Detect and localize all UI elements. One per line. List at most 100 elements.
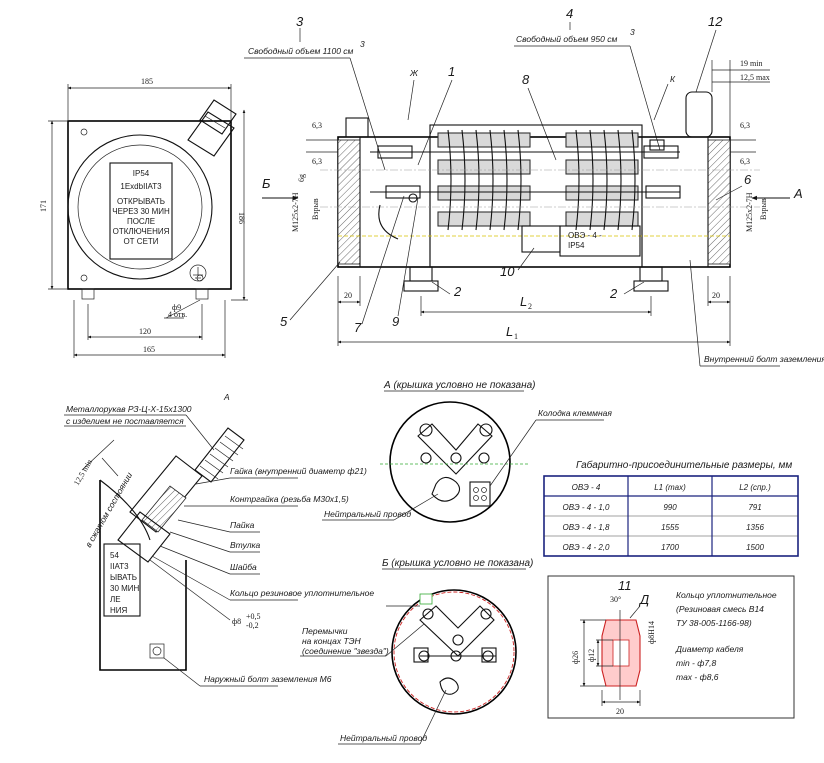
label-washer: Шайба	[230, 562, 257, 572]
seal-phi12: ф12	[587, 649, 596, 662]
plate-line-4: ЧЕРЕЗ 30 МИН	[112, 207, 170, 216]
callout-4: 4	[566, 6, 573, 21]
dim-185: 185	[141, 77, 153, 86]
hole-note-1: ф9	[172, 303, 181, 312]
dim-19min: 19 min	[740, 59, 762, 68]
section-a-labels: Гайка (внутренний диаметр ф21) Контргайк…	[149, 466, 374, 687]
plate-line-5: ПОСЛЕ	[127, 217, 155, 226]
thread-left-sub: 6g	[297, 174, 306, 182]
heating-coil-left	[437, 129, 531, 231]
label-phi8-up: +0,5	[246, 612, 261, 621]
label-ring: Кольцо резиновое уплотнительное	[230, 588, 374, 598]
table-row-2-model: ОВЭ - 4 - 1,8	[563, 523, 610, 532]
seal-detail-d: Д	[638, 592, 649, 607]
plate-line-1: IP54	[133, 169, 150, 178]
free-volume-right-sup: 3	[630, 27, 635, 37]
callout-7: 7	[354, 320, 362, 335]
dim-L2: L	[520, 294, 527, 309]
view-b-jumpers-3: (соединение "звезда")	[302, 646, 389, 656]
nameplate	[109, 162, 173, 260]
plate-frag-1: 54	[110, 551, 119, 560]
metal-hose	[194, 427, 245, 483]
label-sleeve: Втулка	[230, 540, 261, 550]
table-header-l2: L2 (спр.)	[739, 483, 771, 492]
view-a-neutral: Нейтральный провод	[324, 509, 411, 519]
heating-coil-right	[565, 129, 639, 231]
seal-cable-1: Диаметр кабеля	[675, 644, 744, 654]
table-row-1-l2: 791	[748, 503, 761, 512]
view-b-title: Б (крышка условно не показана)	[382, 558, 533, 569]
dim-186: 186	[237, 212, 246, 224]
seal-ring-detail: 11 Д 30° ф26 ф12 ф8Н14 20 Кольцо уплотни…	[547, 575, 795, 719]
rough-63-c: 6,3	[740, 121, 750, 130]
view-a-title: А (крышка условно не показана)	[383, 380, 536, 391]
plate-line-3: ОТКРЫВАТЬ	[117, 197, 165, 206]
plate-line-6: ОТКЛЮЧЕНИЯ	[113, 227, 170, 236]
table-row-3-l2: 1500	[746, 543, 764, 552]
rough-63-a: 6,3	[312, 121, 322, 130]
plate-frag-4: 30 МИН	[110, 584, 140, 593]
dim-L2-sub: 2	[528, 302, 532, 311]
callout-5: 5	[280, 314, 288, 329]
view-a-terminal: Колодка клеммная	[538, 408, 612, 418]
seal-cable-2: min - ф7,8	[676, 658, 716, 668]
free-volume-right: Свободный объем 950 см	[516, 34, 617, 44]
plate-frag-5: ЛЕ	[110, 595, 121, 604]
table-row-1-l1: 990	[663, 503, 677, 512]
table-row-3-l1: 1700	[661, 543, 679, 552]
table-header-model: ОВЭ - 4	[572, 483, 601, 492]
rough-63-d: 6,3	[740, 157, 750, 166]
label-locknut: Контргайка (резьба М30х1,5)	[230, 494, 349, 504]
pipe-label: Металлорукав РЗ-Ц-Х-15х1300	[66, 404, 192, 414]
plate-line-7: ОТ СЕТИ	[123, 237, 158, 246]
seal-callout-11: 11	[618, 578, 632, 593]
nameplate-small-2: IP54	[568, 241, 585, 250]
callout-2b: 2	[609, 286, 618, 301]
label-phi8-dn: -0,2	[246, 621, 259, 630]
dim-165: 165	[143, 345, 155, 354]
dim-171: 171	[39, 200, 48, 212]
free-volume-left-sup: 3	[360, 39, 365, 49]
label-nut: Гайка (внутренний диаметр ф21)	[230, 466, 367, 476]
table-row-2-l2: 1356	[746, 523, 764, 532]
table-row-2-l1: 1555	[661, 523, 679, 532]
view-arrow-a: А	[793, 186, 803, 201]
view-arrow-b: Б	[262, 176, 271, 191]
dims-table: Габаритно-присоединительные размеры, мм …	[543, 459, 799, 557]
nameplate-small-1: ОВЭ - 4 -	[568, 231, 602, 240]
plate-frag-6: НИЯ	[110, 606, 128, 615]
callout-2a: 2	[453, 284, 462, 299]
plate-line-2: 1ExdbIIAT3	[120, 182, 162, 191]
view-b-neutral: Нейтральный провод	[340, 733, 427, 743]
view-a: А (крышка условно не показана) Колодка к…	[322, 380, 612, 523]
seal-cable-3: max - ф8,6	[676, 672, 719, 682]
table-row-1-model: ОВЭ - 4 - 1,0	[563, 503, 610, 512]
dim-125min: 12,5 min	[72, 458, 94, 487]
callout-12: 12	[708, 14, 723, 29]
rough-63-b: 6,3	[312, 157, 322, 166]
dims-table-title: Габаритно-присоединительные размеры, мм	[576, 459, 792, 471]
callout-k: К	[670, 74, 676, 84]
seal-phi26: ф26	[571, 651, 580, 664]
dim-125max: 12,5 max	[740, 73, 770, 82]
seal-angle: 30°	[610, 595, 621, 604]
callout-6: 6	[744, 172, 752, 187]
label-solder: Пайка	[230, 520, 255, 530]
view-b-jumpers-2: на концах ТЭН	[302, 636, 361, 646]
callout-1: 1	[448, 64, 455, 79]
dim-L1: L	[506, 324, 513, 339]
vzryv-right: Взрыв	[759, 198, 768, 220]
dim-L1-sub: 1	[514, 332, 518, 341]
callout-3: 3	[296, 14, 304, 29]
callout-8: 8	[522, 72, 530, 87]
seal-desc-1: Кольцо уплотнительное	[676, 590, 777, 600]
thread-right: M125x2-7H	[745, 192, 754, 232]
cable-gland-front	[187, 99, 237, 157]
side-view: Свободный объем 1100 см 3 3 Свободный об…	[244, 6, 824, 367]
front-view: 185 IP54 1ExdbIIAT3 ОТКРЫВАТЬ ЧЕРЕЗ 30 М…	[39, 77, 248, 358]
seal-width: 20	[616, 707, 624, 716]
section-a-label: А	[223, 392, 230, 402]
table-header-l1: L1 (max)	[654, 483, 686, 492]
view-b-jumpers-1: Перемычки	[302, 626, 348, 636]
